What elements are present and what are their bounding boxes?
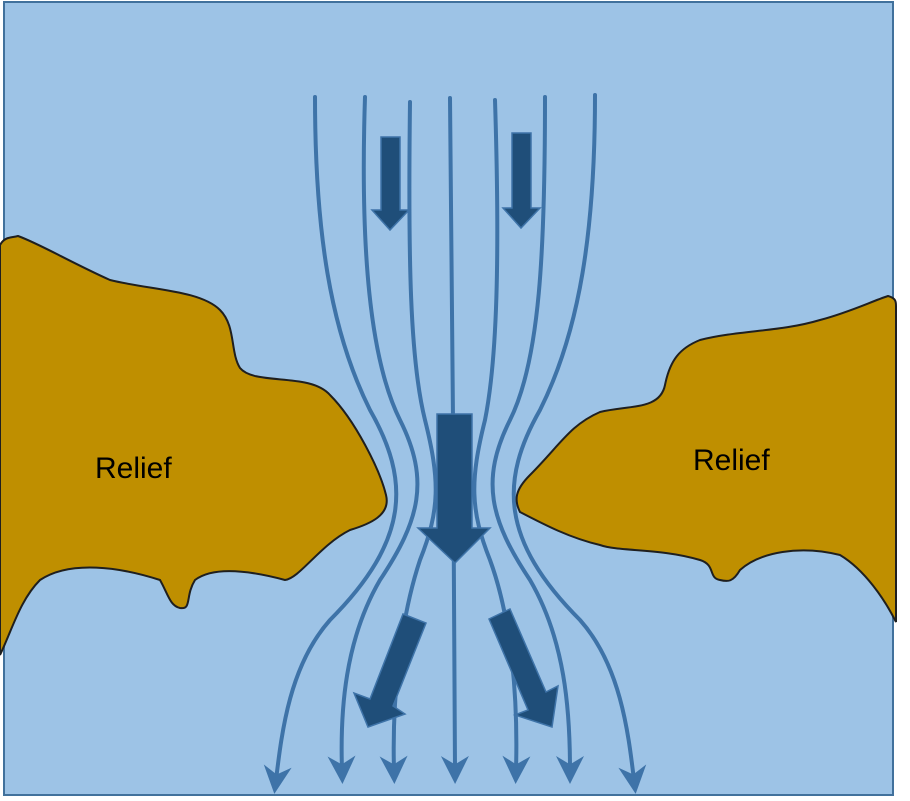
streamline-6 xyxy=(490,95,584,784)
incoming-flow-arrow-left xyxy=(370,136,411,232)
right-relief: Relief xyxy=(515,294,897,623)
outflow-arrow-right xyxy=(488,607,559,728)
outflow-arrow-left xyxy=(352,613,427,728)
left-relief: Relief xyxy=(0,234,388,656)
right-relief-shape xyxy=(515,294,897,623)
right-relief-label: Relief xyxy=(693,444,770,477)
streamline-2 xyxy=(327,95,420,784)
incoming-flow-arrow-right xyxy=(501,132,542,230)
left-relief-label: Relief xyxy=(95,452,172,485)
flow-arrows xyxy=(352,132,559,728)
streamlines xyxy=(263,93,647,794)
left-relief-shape xyxy=(0,234,388,656)
streamline-1 xyxy=(263,95,399,794)
accelerated-flow-arrow-center xyxy=(416,413,492,565)
streamline-7 xyxy=(511,93,647,794)
